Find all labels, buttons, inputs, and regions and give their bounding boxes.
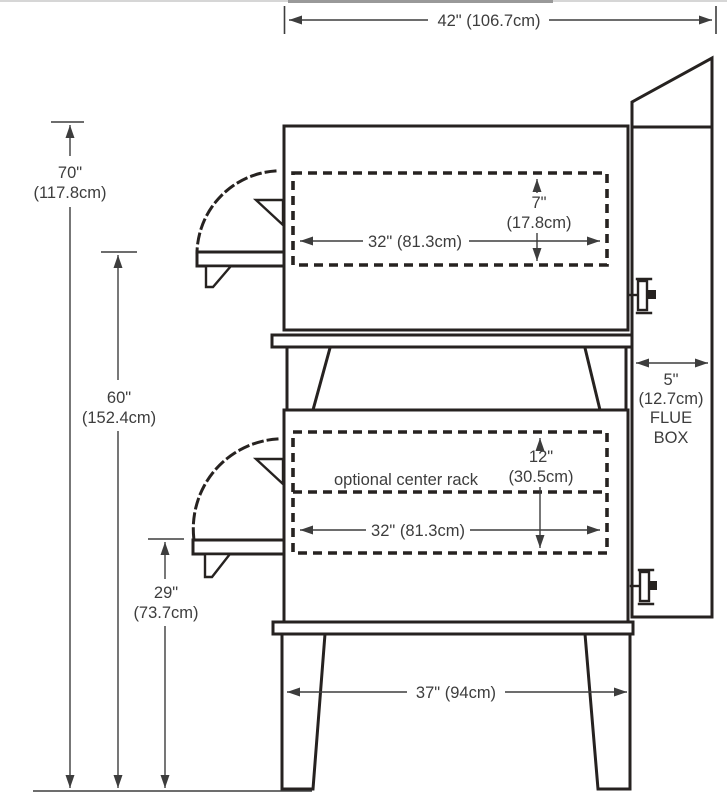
upper-door-handle — [204, 264, 234, 289]
mid-stand-left-leg — [311, 346, 332, 412]
lower-damper-bar — [638, 570, 651, 603]
dim-base-width: 37" (94cm) — [287, 684, 627, 702]
lower-damper-knob — [649, 581, 657, 590]
left-leg — [280, 632, 327, 791]
dim-5-value: 5" — [663, 371, 678, 389]
upper-door-assembly — [195, 169, 286, 289]
mid-stand-right-leg — [583, 346, 602, 412]
dim-flue-box: 5" (12.7cm) FLUE BOX — [636, 358, 708, 447]
upper-oven — [282, 124, 630, 332]
dim-upper-deck-height: 60" (152.4cm) — [82, 251, 156, 788]
lower-oven-body — [282, 408, 630, 624]
mid-shelf — [270, 333, 634, 349]
dim-7-metric: (17.8cm) — [506, 214, 571, 232]
flue-box-outline — [630, 55, 714, 619]
dim-overall-width: 42" (106.7cm) — [283, 6, 717, 34]
dim-60-metric: (152.4cm) — [82, 409, 156, 427]
dim-upper-opening-width: 32" (81.3cm) — [300, 233, 600, 251]
lower-door-swing-arc — [191, 437, 279, 542]
upper-oven-body — [282, 124, 630, 332]
flue-box — [630, 55, 714, 619]
dim-70-value: 70" — [58, 164, 82, 182]
lower-oven-opening — [291, 430, 609, 555]
dim-60-value: 60" — [107, 389, 131, 407]
flue-label-line2: BOX — [654, 429, 689, 447]
dim-37-label: 37" (94cm) — [416, 684, 496, 702]
lower-door-assembly — [191, 437, 286, 579]
right-leg — [583, 632, 632, 791]
lower-door-open — [191, 538, 286, 556]
upper-damper-knob — [647, 290, 656, 299]
lower-door-stop-bracket — [252, 457, 285, 487]
screenshot-artifact-bar — [288, 0, 553, 3]
dim-5-metric: (12.7cm) — [638, 390, 703, 408]
lower-door-handle — [203, 552, 233, 579]
upper-oven-opening — [291, 171, 609, 267]
upper-damper-handle — [627, 277, 656, 315]
dim-42-label: 42" (106.7cm) — [437, 12, 540, 30]
upper-door-open — [195, 250, 286, 268]
dim-lower-opening-height: 12" (30.5cm) — [508, 438, 574, 548]
dim-32u-label: 32" (81.3cm) — [368, 233, 462, 251]
base-and-legs — [271, 620, 635, 791]
dim-upper-opening-height: 7" (17.8cm) — [506, 179, 572, 261]
dim-29-value: 29" — [154, 584, 178, 602]
mid-stand — [270, 333, 634, 412]
center-rack-note: optional center rack — [334, 471, 479, 489]
dim-29-metric: (73.7cm) — [133, 604, 198, 622]
upper-damper-bar — [636, 279, 649, 312]
flue-label-line1: FLUE — [650, 409, 692, 427]
dim-32l-label: 32" (81.3cm) — [371, 522, 465, 540]
lower-damper-handle — [629, 568, 657, 606]
base-plate — [271, 620, 635, 636]
dim-7-value: 7" — [531, 194, 546, 212]
upper-door-swing-arc — [195, 169, 277, 254]
lower-oven — [282, 408, 630, 624]
upper-door-stop-bracket — [252, 198, 285, 228]
dim-12-value: 12" — [529, 448, 553, 466]
dim-lower-opening-width: 32" (81.3cm) — [300, 522, 600, 540]
dim-70-metric: (117.8cm) — [33, 184, 106, 202]
dim-lower-deck-height: 29" (73.7cm) — [133, 538, 199, 788]
dim-12-metric: (30.5cm) — [508, 468, 573, 486]
dim-overall-height: 70" (117.8cm) — [33, 121, 107, 788]
